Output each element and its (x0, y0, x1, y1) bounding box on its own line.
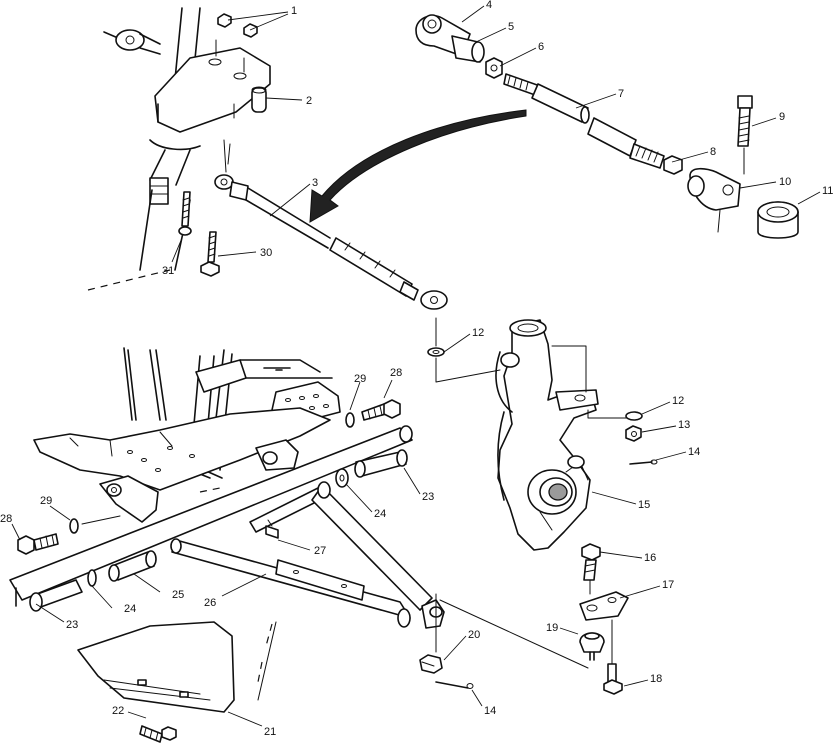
tie-rod (214, 139, 448, 310)
callout-29-upper: 29 (354, 373, 366, 385)
callout-7: 7 (618, 88, 624, 100)
callout-20: 20 (468, 629, 480, 641)
callout-26: 26 (204, 597, 216, 609)
a-arm (170, 481, 445, 629)
callout-24-upper: 24 (374, 508, 386, 520)
callout-21: 21 (264, 726, 276, 738)
callout-13: 13 (678, 419, 690, 431)
callout-17: 17 (662, 579, 674, 591)
callout-25: 25 (172, 589, 184, 601)
callout-11: 11 (822, 185, 833, 197)
callout-12-right: 12 (672, 395, 684, 407)
callout-14-lower: 14 (484, 705, 496, 717)
washer-upper (427, 317, 501, 383)
direction-arrow (309, 109, 527, 223)
callout-28-lower: 28 (0, 513, 12, 525)
castle-nut-cotter-lower (419, 593, 474, 689)
callout-22: 22 (112, 705, 124, 717)
callout-23-upper: 23 (422, 491, 434, 503)
callout-18: 18 (650, 673, 662, 685)
callout-14-right: 14 (688, 446, 700, 458)
callout-9: 9 (779, 111, 785, 123)
callout-12-upper: 12 (472, 327, 484, 339)
callout-28-upper: 28 (390, 367, 402, 379)
callout-2: 2 (306, 95, 312, 107)
callout-31: 31 (162, 265, 174, 277)
callout-29-lower: 29 (40, 495, 52, 507)
callout-27: 27 (314, 545, 326, 557)
callout-leaders (11, 5, 821, 727)
spindle-knuckle (495, 319, 633, 551)
callout-24-lower: 24 (124, 603, 136, 615)
callout-3: 3 (312, 177, 318, 189)
rod-end-adjuster-assembly (415, 14, 799, 239)
callout-15: 15 (638, 499, 650, 511)
callout-8: 8 (710, 146, 716, 158)
callout-19: 19 (546, 622, 558, 634)
washer-nut-cotter-right (625, 411, 658, 465)
ball-joint-assembly (579, 543, 629, 695)
callout-1: 1 (291, 5, 297, 17)
callout-10: 10 (779, 176, 791, 188)
callout-23-lower: 23 (66, 619, 78, 631)
vehicle-frame (9, 347, 413, 607)
callout-5: 5 (508, 21, 514, 33)
assembly-reference-lines (257, 599, 589, 701)
steering-post-assembly (87, 7, 271, 291)
callout-16: 16 (644, 552, 656, 564)
pivot-bolts-and-tubes (17, 399, 408, 612)
callout-30: 30 (260, 247, 272, 259)
callout-6: 6 (538, 41, 544, 53)
skid-plate (77, 621, 235, 743)
callout-4: 4 (486, 0, 492, 11)
